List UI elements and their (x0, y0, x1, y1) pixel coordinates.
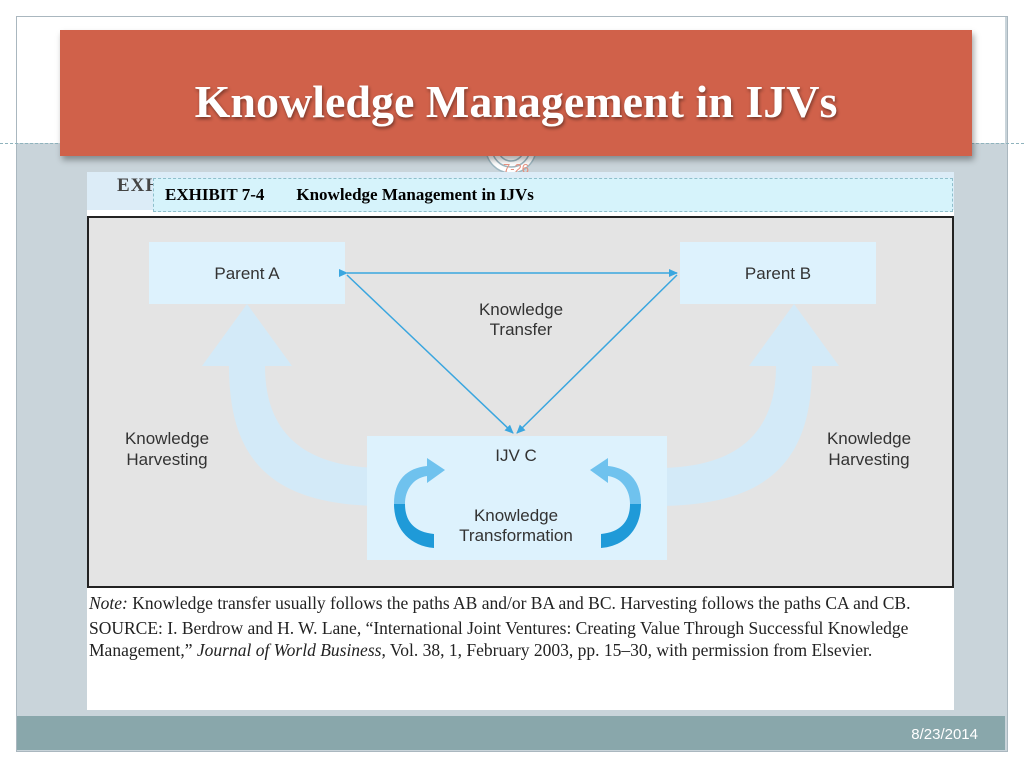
note-paragraph: Note: Knowledge transfer usually follows… (89, 592, 951, 614)
parent-a-label: Parent A (214, 264, 280, 283)
cycle-arrow-right-upper (590, 458, 641, 504)
parent-b-label: Parent B (745, 264, 811, 283)
transfer-label-line1: Knowledge (479, 300, 563, 319)
exhibit-title: Knowledge Management in IJVs (296, 185, 534, 204)
transfer-line-ac (346, 274, 514, 434)
slide-date: 8/23/2014 (911, 726, 978, 743)
harvest-right-label-line1: Knowledge (827, 429, 911, 448)
exhibit-header-stub: EXH (117, 175, 162, 196)
cycle-arrow-left-upper (394, 458, 445, 504)
parent-a-box (149, 242, 345, 304)
cycle-arrow-right-lower (601, 504, 641, 548)
cycle-arrow-left-lower (394, 504, 434, 548)
source-suffix: , Vol. 38, 1, February 2003, pp. 15–30, … (381, 640, 873, 660)
note-block: Note: Knowledge transfer usually follows… (89, 592, 951, 664)
harvest-arrow-left (202, 304, 384, 506)
transfer-label-line2: Transfer (490, 320, 553, 339)
harvest-right-label-line2: Harvesting (828, 450, 909, 469)
slide-title: Knowledge Management in IJVs (194, 76, 838, 127)
footer-band (17, 716, 1005, 750)
ijv-c-label: IJV C (495, 446, 537, 465)
diagram-canvas: Parent A Parent B IJV C Knowledge Transf… (125, 242, 911, 560)
parent-b-box (680, 242, 876, 304)
transform-label-line2: Transformation (459, 526, 573, 545)
source-journal: Journal of World Business (196, 640, 382, 660)
note-text: Knowledge transfer usually follows the p… (127, 593, 911, 613)
exhibit-figure: EXH EXHIBIT 7-4 Knowledge Management in I… (87, 172, 954, 710)
title-box: Knowledge Management in IJVs 7-26 (60, 30, 972, 176)
exhibit-label: EXHIBIT 7-4 (165, 185, 265, 204)
source-paragraph: SOURCE: I. Berdrow and H. W. Lane, “Inte… (89, 617, 951, 661)
transfer-line-bc (516, 274, 678, 434)
harvest-left-label-line1: Knowledge (125, 429, 209, 448)
note-label: Note: (89, 593, 128, 613)
exhibit-header: EXHIBIT 7-4 Knowledge Management in IJVs (153, 178, 953, 212)
transform-label-line1: Knowledge (474, 506, 558, 525)
harvest-left-label-line2: Harvesting (126, 450, 207, 469)
harvest-arrow-right (657, 304, 839, 506)
diagram-panel: Parent A Parent B IJV C Knowledge Transf… (87, 216, 954, 588)
source-prefix: SOURCE: I. Berdrow and H. W. Lane, “Inte… (89, 618, 909, 660)
